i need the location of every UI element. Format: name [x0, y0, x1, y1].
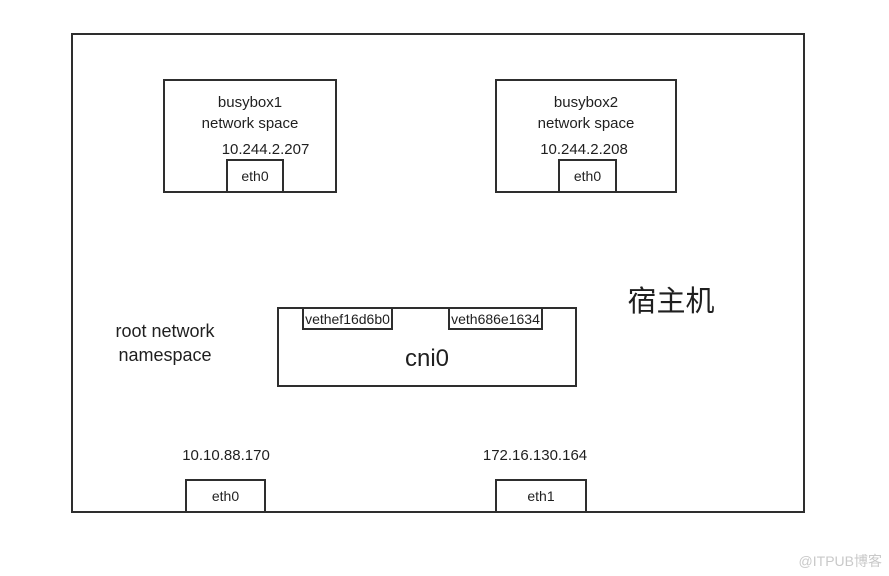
root-namespace-label-line1: root network [115, 321, 215, 341]
host-eth1-box: eth1 [495, 479, 587, 513]
veth-right-box: veth686e1634 [448, 307, 543, 330]
busybox1-ip: 10.244.2.207 [221, 141, 310, 158]
host-machine-label: 宿主机 [627, 286, 715, 318]
busybox2-title-line2: network space [537, 115, 635, 132]
root-namespace-label-line2: namespace [118, 345, 212, 365]
host-eth0-ip: 10.10.88.170 [182, 447, 270, 464]
busybox2-title-line1: busybox2 [553, 94, 619, 111]
busybox2-title: busybox2 network space [495, 92, 677, 134]
veth-left-box: vethef16d6b0 [302, 307, 393, 330]
busybox1-eth0-box: eth0 [226, 159, 284, 193]
host-eth1-ip: 172.16.130.164 [482, 447, 588, 464]
busybox1-title-line1: busybox1 [217, 94, 283, 111]
host-eth0-box: eth0 [185, 479, 266, 513]
busybox1-title: busybox1 network space [163, 92, 337, 134]
busybox2-ip: 10.244.2.208 [540, 141, 628, 158]
busybox1-title-line2: network space [201, 115, 299, 132]
busybox2-eth0-box: eth0 [558, 159, 617, 193]
cni0-bridge-label: cni0 [404, 345, 450, 372]
root-namespace-label: root network namespace [90, 319, 240, 367]
watermark-text: @ITPUB博客 [798, 553, 882, 569]
